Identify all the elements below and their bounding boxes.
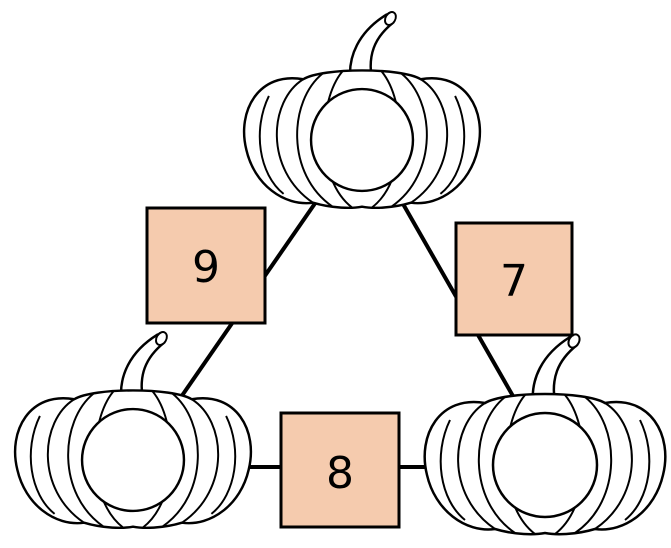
edge-box-right: 7 xyxy=(456,223,572,335)
pumpkin-icon xyxy=(244,10,480,208)
edge-box-left: 9 xyxy=(147,208,265,323)
edge-number-bottom: 8 xyxy=(326,448,354,499)
edge-number-left: 9 xyxy=(192,242,220,293)
edge-box-bottom: 8 xyxy=(281,413,399,527)
pumpkin-icon xyxy=(15,330,251,528)
edge-number-right: 7 xyxy=(500,256,528,307)
pumpkin-icon xyxy=(425,332,666,534)
